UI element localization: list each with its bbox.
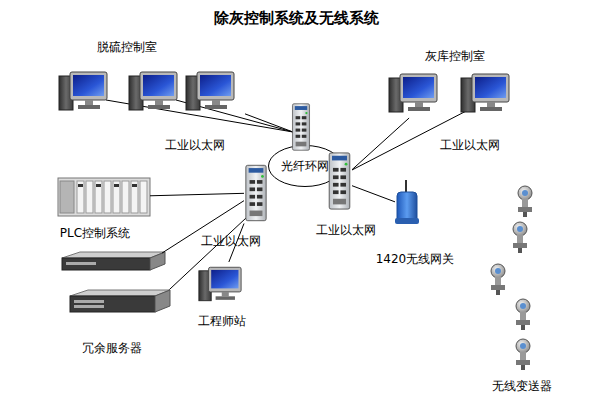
computer-icon [59, 72, 107, 110]
node-label: 脱硫控制室 [82, 39, 172, 55]
plc-io-module [77, 181, 84, 213]
plc-rack [58, 178, 150, 216]
plc-led [96, 184, 101, 187]
plc-io-module [113, 181, 120, 213]
server-front [70, 296, 155, 312]
computer-icon [129, 72, 177, 110]
plc-io-module [86, 181, 93, 213]
ethernet-wire [176, 100, 293, 132]
node-label: 灰库控制室 [410, 48, 500, 64]
plc-io-module [104, 181, 111, 213]
plc-io-module [140, 181, 147, 213]
node-label: 工业以太网 [311, 222, 381, 238]
server-bay [74, 300, 104, 303]
server-top [70, 290, 170, 296]
plc-io-module [122, 181, 129, 213]
server-top [62, 252, 165, 258]
plc-system: PLC控制系统 [58, 178, 150, 216]
computer-icon [186, 72, 234, 110]
gateway-body [397, 192, 417, 222]
node-label: 工程师站 [182, 313, 262, 329]
transmitter-icon [491, 264, 505, 295]
diagram-title: 除灰控制系统及无线系统 [0, 8, 593, 28]
server-front [62, 258, 150, 270]
ethernet-switch: 工业以太网 [244, 162, 268, 224]
node-label: 1420无线网关 [355, 251, 475, 267]
ethernet-switch-icon [246, 165, 266, 220]
wireless-gateway: 1420无线网关 [395, 186, 417, 226]
node-label: 光纤环网 [268, 158, 342, 174]
computer-icon [461, 74, 509, 112]
network-link [150, 193, 244, 195]
gateway-base [395, 218, 419, 224]
link-label: 工业以太网 [155, 137, 235, 153]
fiber-ring-ellipse [269, 146, 342, 187]
transmitter-group: 无线变送器 [480, 178, 570, 396]
plc-io-module [131, 181, 138, 213]
ethernet-switch: 工业以太网 [327, 152, 352, 210]
transmitter-icon [513, 222, 527, 253]
plc-power-module [60, 181, 74, 213]
plc-led [78, 184, 83, 187]
transmitter-icon [518, 186, 532, 217]
server-bay [66, 262, 96, 265]
gateway-antenna [405, 180, 407, 193]
server-side [155, 290, 170, 312]
ethernet-switch-icon [292, 104, 309, 150]
server-side [150, 252, 165, 270]
transmitter-icon [516, 299, 530, 330]
node-label: 无线变送器 [472, 378, 572, 394]
control-room: 脱硫控制室 [50, 38, 245, 116]
engineer-station: 工程师站 [198, 262, 242, 307]
plc-led [132, 184, 137, 187]
server-group: 冗余服务器 [58, 253, 166, 317]
plc-io-module [95, 181, 102, 213]
node-label: PLC控制系统 [45, 225, 145, 241]
computer-icon [199, 267, 241, 300]
ethernet-wire [155, 218, 246, 303]
server-bay [74, 305, 104, 308]
network-link [245, 114, 298, 146]
link-label: 工业以太网 [430, 137, 510, 153]
control-room: 灰库控制室 [380, 44, 520, 118]
ethernet-wire [106, 100, 293, 132]
network-link [352, 118, 409, 170]
computer-icon [389, 74, 437, 112]
plc-led [114, 184, 119, 187]
network-link [352, 186, 395, 202]
node-label: 冗余服务器 [62, 340, 162, 356]
node-label: 工业以太网 [196, 233, 266, 249]
transmitter-icon [516, 339, 530, 370]
fiber-ring: 光纤环网 [268, 145, 342, 187]
